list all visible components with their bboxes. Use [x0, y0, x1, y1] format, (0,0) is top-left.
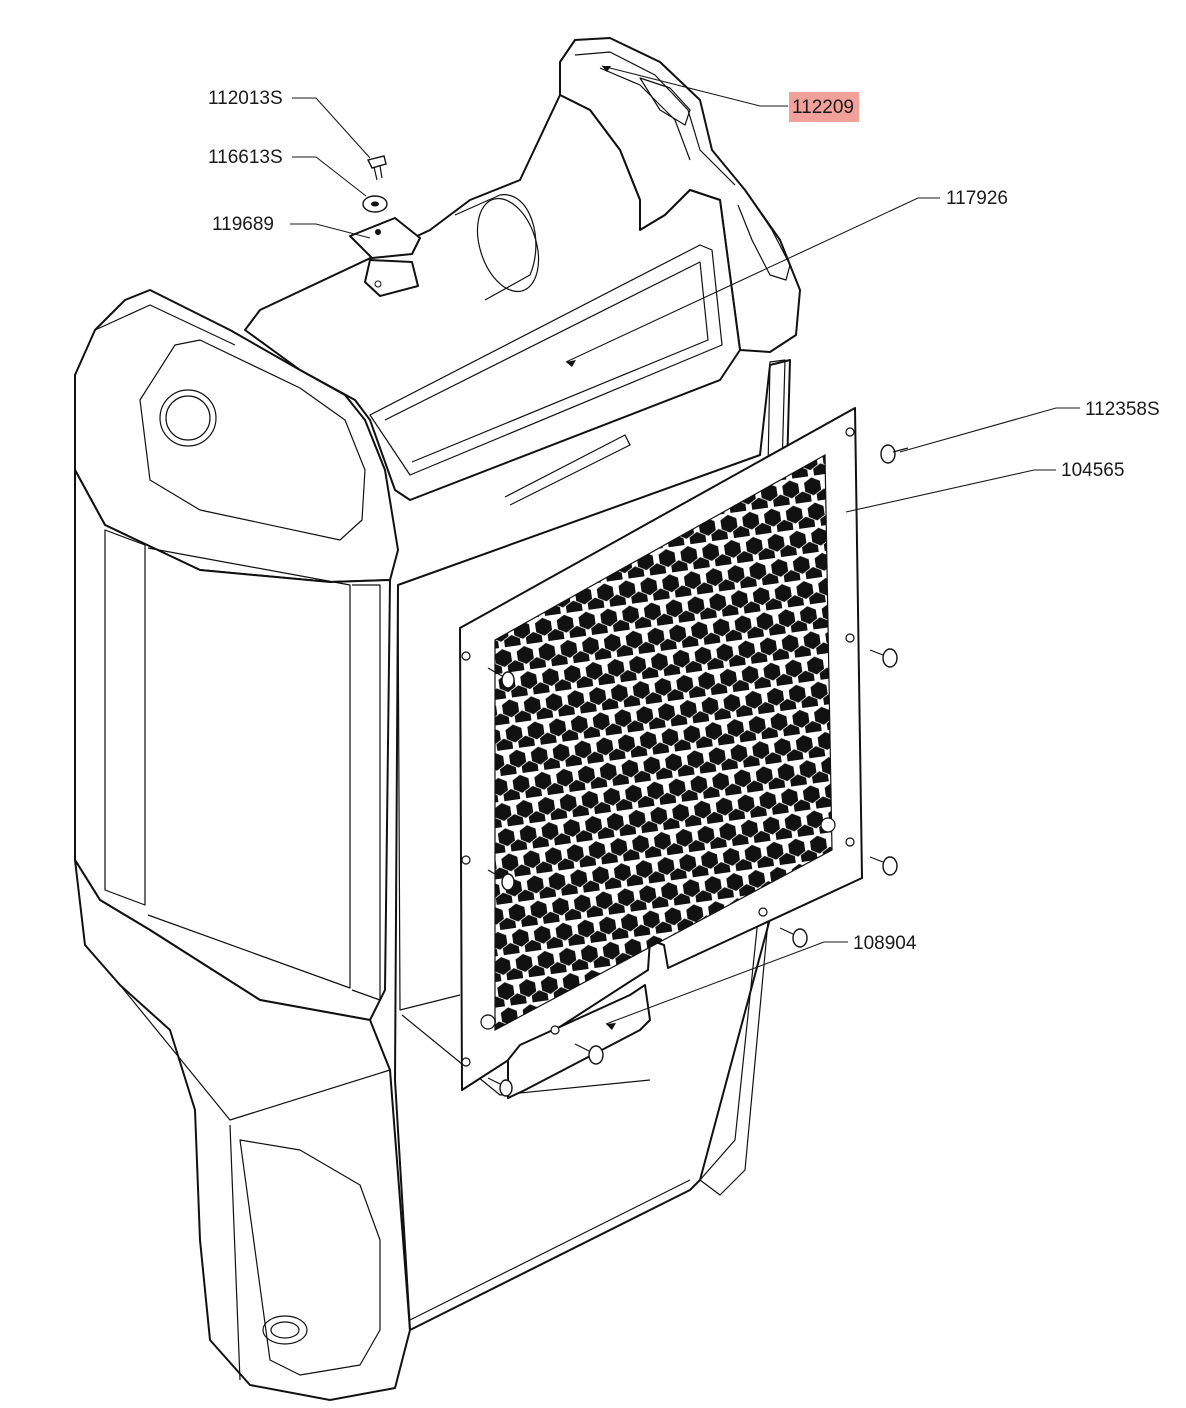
leader-104565: [845, 469, 1056, 513]
leader-112013s: [292, 97, 371, 159]
callout-label-112013s: 112013S: [208, 88, 283, 109]
bracket-119689: [349, 217, 421, 297]
mounting-hole: [845, 837, 855, 847]
top-cylinder: [454, 194, 537, 301]
callout-highlight-112209: [789, 92, 859, 122]
screw-112358s: [880, 444, 909, 464]
mounting-hole: [758, 907, 768, 917]
callouts: 112013S 116613S 119689 112209 117926 112…: [208, 88, 1160, 954]
mounting-hole: [845, 633, 855, 643]
leader-117926: [565, 197, 940, 363]
leader-112358s: [899, 407, 1080, 453]
leader-119689: [290, 223, 371, 239]
mounting-hole: [820, 817, 836, 833]
screw-112013s: [366, 155, 387, 181]
mounting-hole: [461, 855, 471, 865]
callout-label-116613s: 116613S: [208, 147, 283, 168]
washer-116613s: [362, 195, 388, 213]
leader-lines: [290, 65, 1080, 1030]
screw: [869, 648, 898, 668]
mounting-hole: [480, 1014, 496, 1030]
leader-112209: [601, 65, 788, 107]
callout-label-112209: 112209: [792, 97, 854, 118]
callout-label-112358s: 112358S: [1085, 399, 1160, 420]
screw: [487, 667, 515, 689]
screw: [779, 927, 808, 948]
mounting-hole: [550, 1025, 560, 1035]
screw: [869, 856, 898, 876]
mounting-hole: [461, 1057, 471, 1067]
leader-116613s: [292, 156, 367, 197]
hex-mesh-area: [494, 453, 833, 1032]
screw: [487, 869, 515, 891]
screw: [487, 1077, 513, 1097]
callout-label-104565: 104565: [1061, 460, 1124, 481]
callout-label-108904: 108904: [853, 933, 917, 954]
screw: [574, 1043, 604, 1065]
mounting-hole: [845, 427, 855, 437]
leader-108904: [605, 941, 848, 1025]
fasteners: [349, 155, 909, 1097]
mesh-grille-panel: [459, 407, 863, 1099]
lower-leg: [74, 859, 411, 1401]
mounting-hole: [461, 651, 471, 661]
callout-label-117926: 117926: [946, 188, 1008, 209]
callout-label-119689: 119689: [212, 214, 274, 235]
top-tray: [244, 94, 741, 501]
